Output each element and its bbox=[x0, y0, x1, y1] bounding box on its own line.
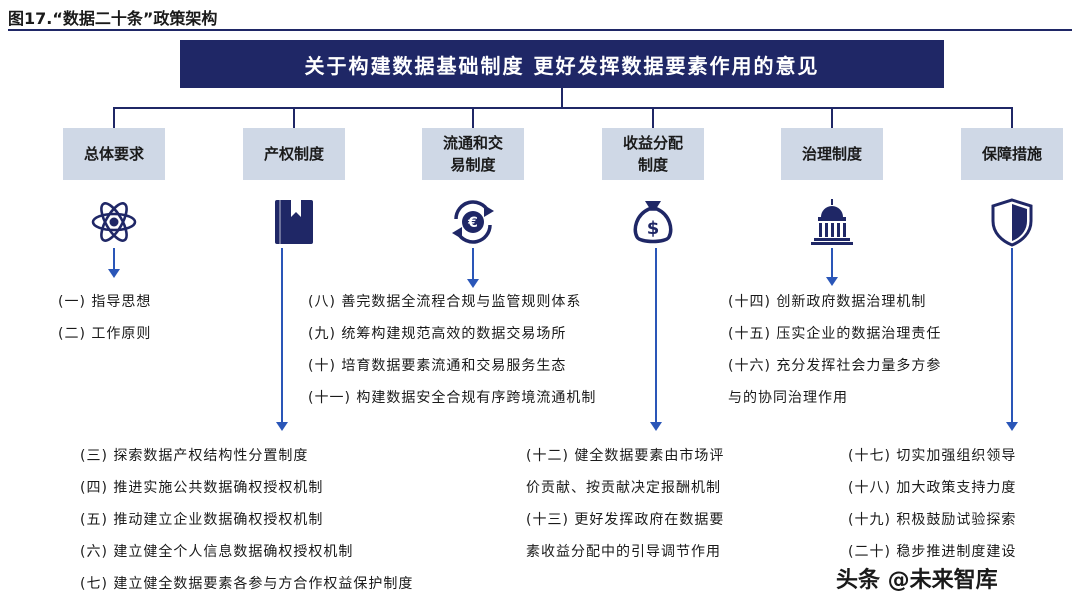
connector-trunk bbox=[561, 88, 563, 108]
category-safeguards: 保障措施 bbox=[961, 128, 1063, 180]
category-label: 产权制度 bbox=[263, 145, 324, 163]
connector-drop-4 bbox=[652, 107, 654, 128]
item-general-2: (二) 工作原则 bbox=[58, 326, 152, 342]
watermark: 头条 @未来智库 bbox=[836, 562, 998, 594]
item-circulation-3: (十) 培育数据要素流通和交易服务生态 bbox=[308, 358, 567, 374]
main-title-text: 关于构建数据基础制度 更好发挥数据要素作用的意见 bbox=[304, 53, 820, 78]
item-governance-3: (十六) 充分发挥社会力量多方参 bbox=[728, 358, 942, 374]
arrow-property bbox=[281, 248, 283, 424]
atom-icon bbox=[91, 202, 137, 242]
category-label: 流通和交易制度 bbox=[442, 134, 503, 174]
item-general-1: (一) 指导思想 bbox=[58, 294, 152, 310]
item-distribution-2: 价贡献、按贡献决定报酬机制 bbox=[526, 480, 721, 496]
euro-exchange-icon: € bbox=[452, 200, 494, 244]
arrow-head-property bbox=[276, 422, 288, 431]
item-governance-4: 与的协同治理作用 bbox=[728, 390, 848, 406]
connector-drop-3 bbox=[472, 107, 474, 128]
category-label: 收益分配制度 bbox=[622, 134, 683, 174]
item-distribution-1: (十二) 健全数据要素由市场评 bbox=[526, 448, 725, 464]
category-general: 总体要求 bbox=[63, 128, 165, 180]
category-distribution: 收益分配制度 bbox=[602, 128, 704, 180]
arrow-head-general bbox=[108, 269, 120, 278]
item-property-3: (五) 推动建立企业数据确权授权机制 bbox=[80, 512, 324, 528]
arrow-head-governance bbox=[826, 277, 838, 286]
connector-drop-6 bbox=[1011, 107, 1013, 128]
book-icon bbox=[275, 200, 313, 244]
item-distribution-3: (十三) 更好发挥政府在数据要 bbox=[526, 512, 725, 528]
arrow-head-circulation bbox=[467, 279, 479, 288]
item-safeguards-4: (二十) 稳步推进制度建设 bbox=[848, 544, 1017, 560]
item-safeguards-2: (十八) 加大政策支持力度 bbox=[848, 480, 1017, 496]
arrow-governance bbox=[831, 248, 833, 278]
money-bag-icon: $ bbox=[633, 201, 673, 244]
item-circulation-4: (十一) 构建数据安全合规有序跨境流通机制 bbox=[308, 390, 597, 406]
item-governance-1: (十四) 创新政府数据治理机制 bbox=[728, 294, 927, 310]
item-property-5: (七) 建立健全数据要素各参与方合作权益保护制度 bbox=[80, 576, 414, 592]
category-property: 产权制度 bbox=[243, 128, 345, 180]
shield-icon bbox=[991, 198, 1033, 247]
item-safeguards-3: (十九) 积极鼓励试验探索 bbox=[848, 512, 1017, 528]
capitol-building-icon bbox=[811, 199, 853, 245]
figure-title: 图17.“数据二十条”政策架构 bbox=[8, 9, 218, 28]
title-underline bbox=[8, 29, 1072, 31]
category-label: 总体要求 bbox=[83, 145, 144, 163]
item-safeguards-1: (十七) 切实加强组织领导 bbox=[848, 448, 1017, 464]
category-governance: 治理制度 bbox=[781, 128, 883, 180]
item-property-2: (四) 推进实施公共数据确权授权机制 bbox=[80, 480, 324, 496]
arrow-general bbox=[113, 248, 115, 270]
arrow-head-safeguards bbox=[1006, 422, 1018, 431]
connector-drop-5 bbox=[831, 107, 833, 128]
category-label: 保障措施 bbox=[981, 145, 1042, 163]
arrow-distribution bbox=[655, 248, 657, 424]
connector-drop-1 bbox=[113, 107, 115, 128]
svg-text:€: € bbox=[467, 215, 478, 231]
item-governance-2: (十五) 压实企业的数据治理责任 bbox=[728, 326, 942, 342]
item-property-4: (六) 建立健全个人信息数据确权授权机制 bbox=[80, 544, 354, 560]
arrow-head-distribution bbox=[650, 422, 662, 431]
main-title-box: 关于构建数据基础制度 更好发挥数据要素作用的意见 bbox=[180, 40, 944, 88]
item-circulation-1: (八) 善完数据全流程合规与监管规则体系 bbox=[308, 294, 582, 310]
arrow-safeguards bbox=[1011, 248, 1013, 424]
item-distribution-4: 素收益分配中的引导调节作用 bbox=[526, 544, 721, 560]
connector-horizontal bbox=[113, 107, 1011, 109]
item-circulation-2: (九) 统筹构建规范高效的数据交易场所 bbox=[308, 326, 567, 342]
category-label: 治理制度 bbox=[801, 145, 862, 163]
item-property-1: (三) 探索数据产权结构性分置制度 bbox=[80, 448, 309, 464]
arrow-circulation bbox=[472, 248, 474, 280]
category-circulation: 流通和交易制度 bbox=[422, 128, 524, 180]
svg-text:$: $ bbox=[647, 218, 660, 239]
connector-drop-2 bbox=[293, 107, 295, 128]
